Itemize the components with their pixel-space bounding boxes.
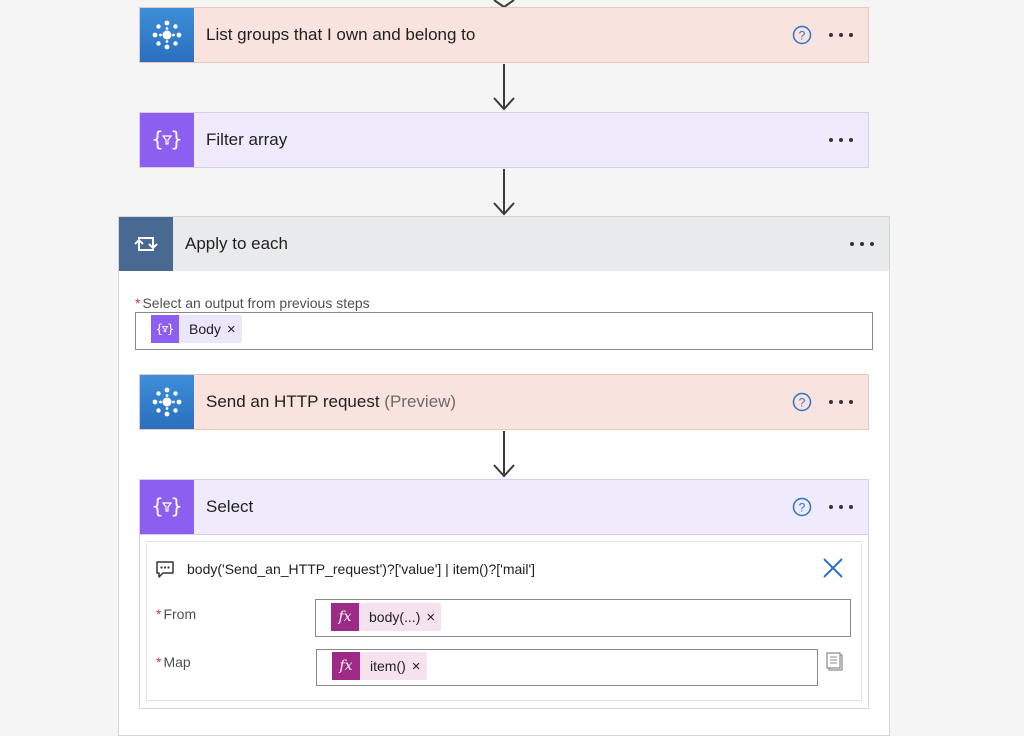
map-label-text: Map: [163, 654, 191, 670]
step-card-filter-array[interactable]: { } Filter array: [139, 112, 869, 168]
token-label: item(): [370, 658, 406, 674]
required-marker: *: [156, 606, 162, 622]
step-title: Apply to each: [185, 234, 289, 253]
preview-badge: (Preview): [384, 392, 457, 411]
step-title: Select: [206, 497, 254, 516]
svg-text:?: ?: [799, 501, 806, 515]
loop-icon: [119, 217, 173, 271]
step-card-list-groups[interactable]: List groups that I own and belong to ?: [139, 7, 869, 63]
map-token-expression[interactable]: fx item() ×: [332, 652, 427, 680]
svg-text:{ }: { }: [151, 494, 183, 518]
comment-text: body('Send_an_HTTP_request')?['value'] |…: [187, 561, 536, 577]
svg-text:{ }: { }: [155, 322, 174, 336]
step-title: Send an HTTP request (Preview): [206, 392, 792, 412]
token-label: Body: [189, 321, 221, 337]
remove-token-icon[interactable]: ×: [226, 320, 236, 338]
output-input-field[interactable]: [135, 312, 873, 350]
remove-token-icon[interactable]: ×: [426, 608, 436, 626]
fx-expression-icon: fx: [332, 652, 360, 680]
filter-array-icon: { }: [140, 113, 194, 167]
graph-connector-icon: [140, 375, 194, 429]
from-label-text: From: [163, 606, 197, 622]
map-field-label: *Map: [156, 654, 191, 670]
filter-array-icon: { }: [151, 315, 179, 343]
svg-text:?: ?: [799, 396, 806, 410]
more-options-icon[interactable]: [828, 497, 854, 517]
fx-icon-text: fx: [339, 658, 353, 674]
step-card-select[interactable]: { } Select ?: [139, 479, 869, 535]
select-action-icon: { }: [140, 480, 194, 534]
step-title: List groups that I own and belong to: [206, 25, 476, 44]
comment-icon: [156, 561, 174, 578]
step-title-text: Send an HTTP request: [206, 392, 380, 411]
connector-arrow: [493, 169, 515, 216]
output-token-body[interactable]: { } Body ×: [151, 315, 242, 343]
help-icon[interactable]: ?: [792, 497, 812, 517]
close-comment-icon[interactable]: [821, 556, 845, 580]
fx-expression-icon: fx: [331, 603, 359, 631]
remove-token-icon[interactable]: ×: [411, 657, 421, 675]
connector-arrow: [493, 64, 515, 111]
more-options-icon[interactable]: [828, 25, 854, 45]
from-field-label: *From: [156, 606, 196, 622]
help-icon[interactable]: ?: [792, 25, 812, 45]
token-label: body(...): [369, 609, 421, 625]
fx-icon-text: fx: [338, 609, 352, 625]
more-options-icon[interactable]: [828, 130, 854, 150]
from-token-expression[interactable]: fx body(...) ×: [331, 603, 442, 631]
graph-connector-icon: [140, 8, 194, 62]
svg-text:{ }: { }: [151, 127, 183, 151]
output-label-text: Select an output from previous steps: [142, 295, 370, 311]
apply-to-each-header[interactable]: Apply to each: [119, 217, 889, 271]
more-options-icon[interactable]: [849, 234, 875, 254]
connector-arrow: [493, 431, 515, 478]
step-card-send-http-request[interactable]: Send an HTTP request (Preview) ?: [139, 374, 869, 430]
more-options-icon[interactable]: [828, 392, 854, 412]
svg-text:?: ?: [799, 29, 806, 43]
output-field-label: *Select an output from previous steps: [135, 295, 370, 311]
help-icon[interactable]: ?: [792, 392, 812, 412]
step-title: Filter array: [206, 130, 288, 149]
required-marker: *: [135, 295, 141, 311]
switch-map-mode-icon[interactable]: [825, 652, 845, 672]
required-marker: *: [156, 654, 162, 670]
